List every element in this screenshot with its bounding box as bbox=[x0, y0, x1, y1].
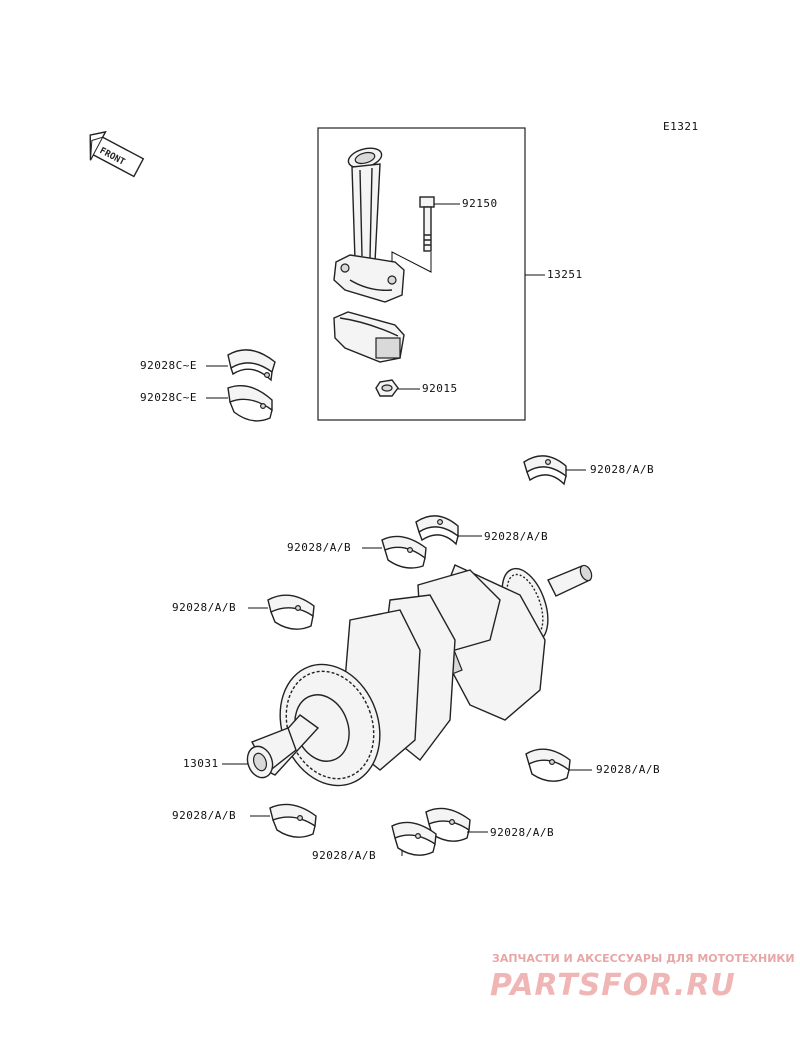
label-92028-r1: 92028/A/B bbox=[590, 463, 654, 476]
main-bearing-r6 bbox=[269, 803, 317, 838]
conrod-bearing-lower bbox=[227, 385, 273, 422]
connecting-rod bbox=[333, 147, 405, 303]
label-92028-r8: 92028/A/B bbox=[312, 849, 376, 862]
label-92028-r4: 92028/A/B bbox=[172, 601, 236, 614]
label-92028ce-a: 92028C~E bbox=[140, 359, 197, 372]
main-bearing-r4 bbox=[267, 594, 315, 630]
label-92015: 92015 bbox=[422, 382, 458, 395]
watermark-brand: PARTSFOR.RU bbox=[490, 968, 736, 1003]
crankshaft bbox=[246, 564, 593, 787]
conrod-assembly-box bbox=[317, 127, 526, 421]
main-bearing-r3 bbox=[381, 535, 427, 569]
conrod-bolt bbox=[419, 196, 435, 252]
bolt-guide-line bbox=[391, 251, 432, 273]
main-bearing-r8 bbox=[391, 821, 437, 856]
watermark-tagline: ЗАПЧАСТИ И АКСЕССУАРЫ ДЛЯ МОТОТЕХНИКИ bbox=[492, 952, 795, 965]
main-bearing-r2 bbox=[415, 515, 459, 546]
label-92028-r2: 92028/A/B bbox=[484, 530, 548, 543]
conrod-cap bbox=[333, 311, 405, 363]
label-13031: 13031 bbox=[183, 757, 219, 770]
label-13251: 13251 bbox=[547, 268, 583, 281]
front-arrow-icon: FRONT bbox=[89, 130, 145, 178]
label-92028-r6: 92028/A/B bbox=[172, 809, 236, 822]
diagram-code: E1321 bbox=[663, 120, 699, 133]
conrod-nut bbox=[375, 379, 399, 397]
label-92150: 92150 bbox=[462, 197, 498, 210]
label-92028-r3: 92028/A/B bbox=[287, 541, 351, 554]
main-bearing-r1 bbox=[523, 455, 567, 486]
conrod-bearing-upper bbox=[227, 349, 276, 382]
main-bearing-r5 bbox=[525, 748, 571, 782]
label-92028-r7: 92028/A/B bbox=[490, 826, 554, 839]
label-92028ce-b: 92028C~E bbox=[140, 391, 197, 404]
label-92028-r5: 92028/A/B bbox=[596, 763, 660, 776]
